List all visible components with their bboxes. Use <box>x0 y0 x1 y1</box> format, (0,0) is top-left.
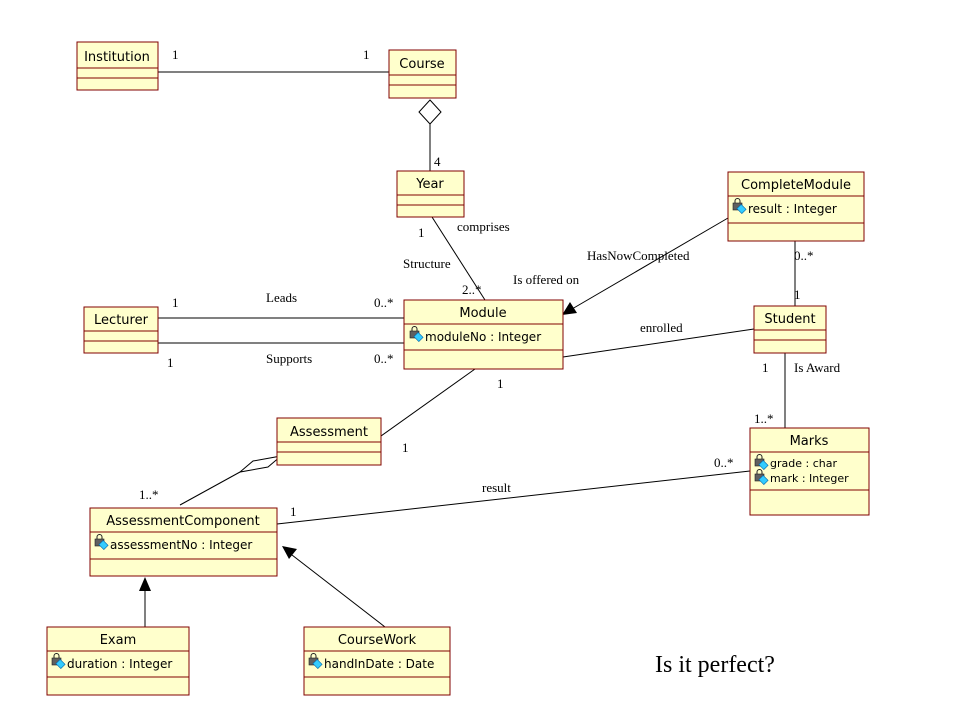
class-name: CourseWork <box>338 633 417 648</box>
multiplicity: 0..* <box>714 455 734 470</box>
multiplicity: 1 <box>402 440 409 455</box>
multiplicity: 1 <box>363 47 370 62</box>
association-label: Structure <box>403 256 451 271</box>
class-lecturer[interactable]: Lecturer <box>83 306 159 354</box>
association-label: Is offered on <box>513 272 580 287</box>
multiplicity: 1..* <box>754 411 774 426</box>
association-label: Supports <box>266 351 312 366</box>
class-assessmentcomponent[interactable]: AssessmentComponent assessmentNo : Integ… <box>89 507 278 577</box>
enrolled-link <box>562 328 755 358</box>
coursework-generalization-link <box>291 554 386 628</box>
multiplicity: 1 <box>762 360 769 375</box>
attribute: assessmentNo : Integer <box>110 538 252 552</box>
course-year-aggregation-diamond <box>418 99 442 125</box>
multiplicity: 1 <box>418 225 425 240</box>
class-name: Year <box>415 177 444 192</box>
class-exam[interactable]: Exam duration : Integer <box>46 626 190 696</box>
multiplicity: 1 <box>172 47 179 62</box>
class-course[interactable]: Course <box>388 49 457 99</box>
class-name: Institution <box>84 50 150 65</box>
attribute: result : Integer <box>748 202 837 216</box>
class-student[interactable]: Student <box>753 305 827 354</box>
association-labels: 1 1 4 comprises 1 Structure 2..* Is offe… <box>139 47 841 519</box>
class-name: Course <box>399 57 444 72</box>
class-name: Lecturer <box>94 313 149 328</box>
class-name: Marks <box>790 434 829 449</box>
assessment-component-link <box>179 471 241 506</box>
multiplicity: 1 <box>290 504 297 519</box>
completemodule-module-arrowhead <box>562 302 577 315</box>
class-assessment[interactable]: Assessment <box>276 417 382 466</box>
assessment-aggregation-diamond <box>238 455 283 473</box>
class-institution[interactable]: Institution <box>76 41 159 91</box>
multiplicity: 1 <box>167 355 174 370</box>
year-module-link <box>431 216 486 301</box>
multiplicity: 0..* <box>374 295 394 310</box>
association-label: Leads <box>266 290 297 305</box>
multiplicity: 1 <box>497 376 504 391</box>
class-completemodule[interactable]: CompleteModule result : Integer <box>727 171 865 242</box>
attribute: handInDate : Date <box>324 657 434 671</box>
multiplicity: 0..* <box>794 248 814 263</box>
multiplicity: 1 <box>794 287 801 302</box>
class-name: Student <box>764 312 815 327</box>
attribute: mark : Integer <box>770 472 849 485</box>
multiplicity: 1..* <box>139 487 159 502</box>
attribute: grade : char <box>770 457 837 470</box>
class-coursework[interactable]: CourseWork handInDate : Date <box>303 626 451 696</box>
attribute: moduleNo : Integer <box>425 330 541 344</box>
completemodule-module-link <box>571 217 729 310</box>
attribute: duration : Integer <box>67 657 172 671</box>
class-name: AssessmentComponent <box>106 514 259 529</box>
multiplicity: 1 <box>172 295 179 310</box>
association-label: enrolled <box>640 320 683 335</box>
association-label: Is Award <box>794 360 841 375</box>
module-assessment-link <box>366 368 476 447</box>
multiplicity: 0..* <box>374 351 394 366</box>
class-name: Assessment <box>290 425 368 440</box>
class-year[interactable]: Year <box>396 170 465 218</box>
association-label: HasNowCompleted <box>587 248 690 263</box>
class-marks[interactable]: Marks grade : char mark : Integer <box>749 427 870 516</box>
association-label: comprises <box>457 219 510 234</box>
question-caption: Is it perfect? <box>655 652 775 678</box>
result-link <box>276 470 751 525</box>
exam-generalization-arrowhead <box>139 577 151 591</box>
multiplicity: 4 <box>434 154 441 169</box>
class-name: Exam <box>100 633 137 648</box>
multiplicity: 2..* <box>462 282 482 297</box>
class-name: CompleteModule <box>741 178 851 193</box>
association-label: result <box>482 480 511 495</box>
coursework-generalization-arrowhead <box>282 546 297 559</box>
class-name: Module <box>459 306 506 321</box>
connectors <box>139 71 796 628</box>
class-module[interactable]: Module moduleNo : Integer <box>403 299 564 370</box>
